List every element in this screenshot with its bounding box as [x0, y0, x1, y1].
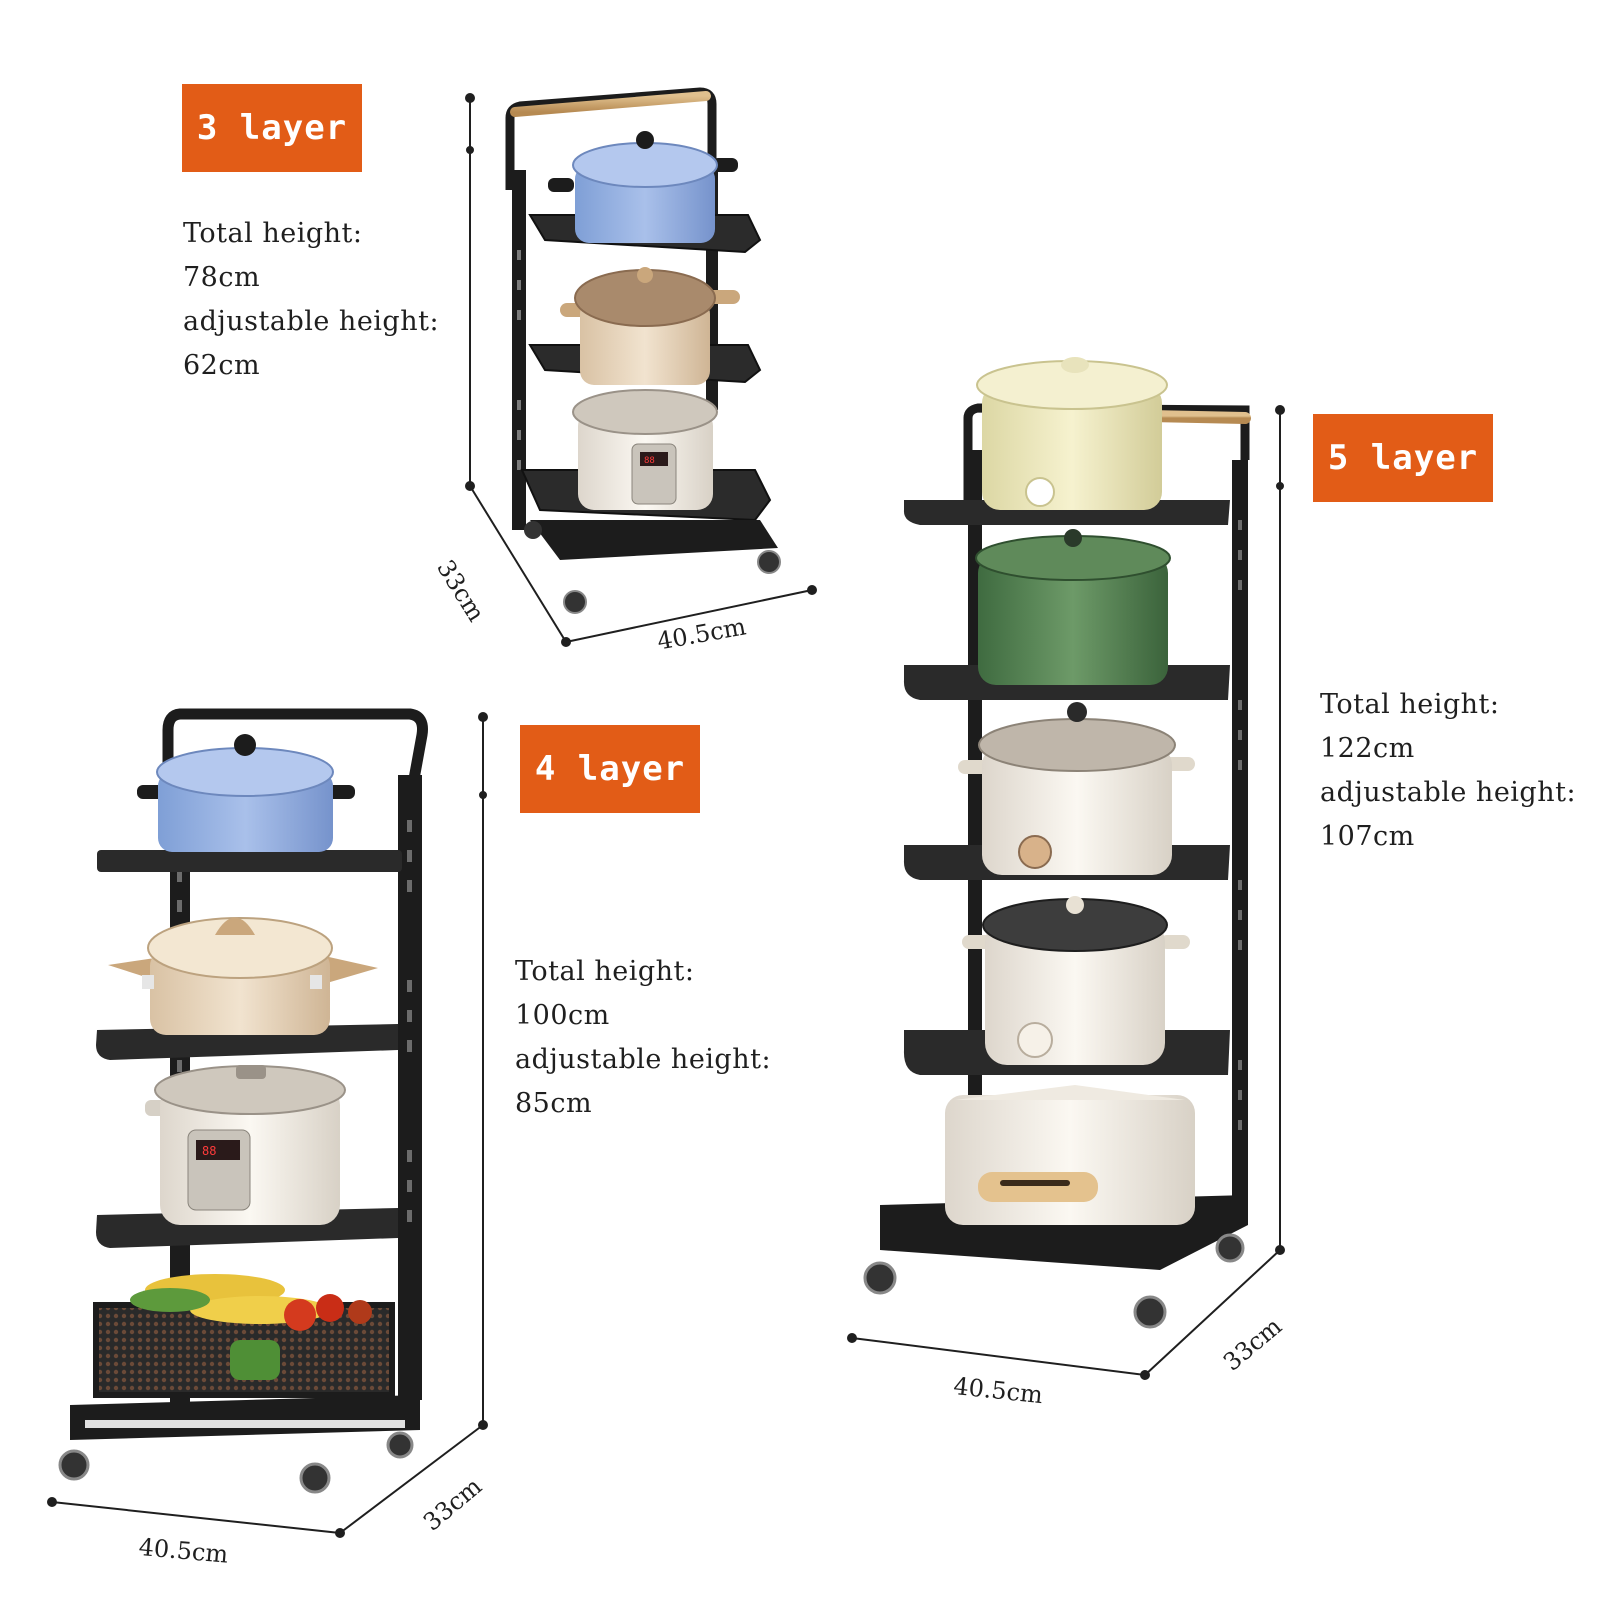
- rack-4-layer: 88: [58, 708, 428, 1494]
- width-line-4: [51, 1501, 341, 1534]
- rack-5-wheel: [1215, 1233, 1245, 1263]
- total-height-label: Total height:: [183, 218, 363, 249]
- rack-4-shelf-1: [97, 850, 402, 872]
- rack-4-post-right: [398, 775, 422, 1400]
- adjustable-height-label: adjustable height:: [1320, 777, 1577, 808]
- dimension-lines: [47, 93, 1285, 1538]
- depth-line-5: [1144, 1249, 1281, 1376]
- rack-5-frame-handle: [963, 403, 1250, 505]
- rack-3-wheel: [524, 521, 542, 539]
- width-line-5: [851, 1337, 1146, 1376]
- rack-3-base: [530, 520, 778, 560]
- total-height-value: 100cm: [515, 1000, 610, 1031]
- rack-3-wheel: [757, 550, 781, 574]
- adjustable-height-value: 85cm: [515, 1088, 593, 1119]
- rack-5-layer: [863, 357, 1251, 1329]
- rack-3-post-left: [512, 170, 526, 530]
- svg-text:88: 88: [202, 1144, 216, 1158]
- badge-3-layer: 3 layer: [182, 84, 362, 172]
- rack-4-wheel: [299, 1462, 331, 1494]
- green-pot: [978, 555, 1168, 685]
- total-height-label: Total height:: [515, 956, 695, 987]
- tomato: [284, 1299, 316, 1331]
- electric-hot-pot: [945, 1095, 1195, 1225]
- width-line-3: [565, 589, 813, 643]
- rack-3-wood-handle: [510, 91, 711, 117]
- adjustable-height-label: adjustable height:: [183, 306, 440, 337]
- total-height-label: Total height:: [1320, 689, 1500, 720]
- depth-line-3: [469, 485, 567, 643]
- adjustable-height-label: adjustable height:: [515, 1044, 772, 1075]
- spec-3-layer: Total height: 78cm adjustable height: 62…: [183, 212, 439, 388]
- rack-5-post-right: [1232, 460, 1248, 1200]
- total-height-value: 78cm: [183, 262, 261, 293]
- badge-4-layer: 4 layer: [520, 725, 700, 813]
- spec-4-layer: Total height: 100cm adjustable height: 8…: [515, 950, 771, 1126]
- rack-4-wheel: [58, 1449, 90, 1481]
- rack-3-wheel: [563, 590, 587, 614]
- yellow-pot: [982, 385, 1162, 510]
- rack-5-wheel: [1133, 1295, 1167, 1329]
- rack-5-wood-handle: [1144, 410, 1251, 424]
- total-height-value: 122cm: [1320, 733, 1415, 764]
- adjustable-height-value: 107cm: [1320, 821, 1415, 852]
- depth-line-4: [339, 1424, 484, 1534]
- rack-4-base: [70, 1395, 420, 1440]
- rack-3-layer: 88: [505, 87, 781, 614]
- rack-4-frame-handle: [162, 708, 428, 791]
- badge-5-layer: 5 layer: [1313, 414, 1493, 502]
- adjustable-height-value: 62cm: [183, 350, 261, 381]
- svg-text:88: 88: [644, 456, 655, 466]
- spec-5-layer: Total height: 122cm adjustable height: 1…: [1320, 683, 1576, 859]
- rack-4-wheel: [386, 1431, 414, 1459]
- rack-5-wheel: [863, 1261, 897, 1295]
